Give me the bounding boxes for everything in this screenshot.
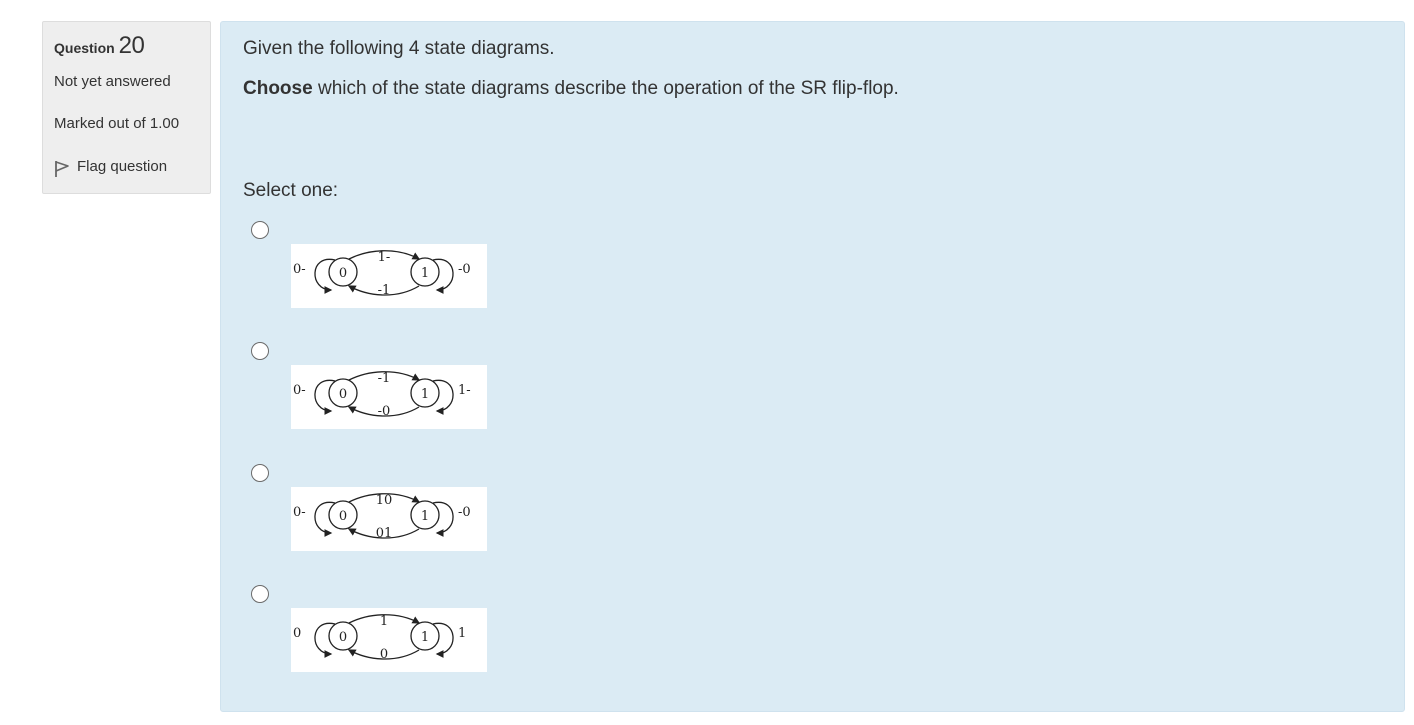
answer-radio-2[interactable] xyxy=(251,342,269,360)
question-text-line1: Given the following 4 state diagrams. xyxy=(243,38,555,59)
left-self-loop xyxy=(314,501,336,537)
flag-question-link[interactable]: Flag question xyxy=(54,156,199,178)
bottom-arc-label: 01 xyxy=(376,526,393,541)
right-self-loop xyxy=(432,501,454,537)
left-loop-label: 0- xyxy=(293,262,306,277)
transition-0-to-1 xyxy=(348,614,421,624)
question-text-emphasis: Choose xyxy=(243,78,313,99)
transition-0-to-1 xyxy=(348,371,421,381)
bottom-arc-label: -0 xyxy=(378,404,391,419)
transition-0-to-1 xyxy=(348,250,421,260)
left-loop-label: 0- xyxy=(293,383,306,398)
state-1-label: 1 xyxy=(421,509,429,524)
bottom-arc-label: 0 xyxy=(380,647,388,662)
state-1-label: 1 xyxy=(421,630,429,645)
right-loop-label: -0 xyxy=(458,262,471,277)
flag-question-label: Flag question xyxy=(77,158,168,175)
left-self-loop xyxy=(314,379,336,415)
right-self-loop xyxy=(432,622,454,658)
transition-1-to-0 xyxy=(347,528,420,539)
left-loop-label: 0- xyxy=(293,505,306,520)
transition-1-to-0 xyxy=(347,406,420,417)
left-self-loop xyxy=(314,258,336,294)
transition-0-to-1 xyxy=(348,493,421,503)
state-1-label: 1 xyxy=(421,387,429,402)
transition-1-to-0 xyxy=(347,649,420,660)
state-0-label: 0 xyxy=(339,387,347,402)
answer-radio-1[interactable] xyxy=(251,221,269,239)
answer-radio-4[interactable] xyxy=(251,585,269,603)
state-0-label: 0 xyxy=(339,266,347,281)
answer-radio-3[interactable] xyxy=(251,464,269,482)
right-self-loop xyxy=(432,379,454,415)
state-1-circle xyxy=(410,500,440,530)
top-arc-label: 1 xyxy=(380,614,388,629)
left-self-loop xyxy=(314,622,336,658)
question-content-panel: Given the following 4 state diagrams. Ch… xyxy=(220,21,1405,712)
question-text-line2: Choose which of the state diagrams descr… xyxy=(243,78,899,100)
transition-1-to-0 xyxy=(347,285,420,296)
top-arc-label: -1 xyxy=(378,371,391,386)
question-number: 20 xyxy=(118,32,145,59)
right-self-loop xyxy=(432,258,454,294)
state-0-circle xyxy=(328,621,358,651)
question-grade: Marked out of 1.00 xyxy=(54,115,180,132)
state-0-circle xyxy=(328,257,358,287)
flag-icon xyxy=(55,161,69,177)
question-state: Not yet answered xyxy=(54,73,171,90)
select-one-prompt: Select one: xyxy=(243,180,339,201)
bottom-arc-label: -1 xyxy=(378,283,391,298)
question-text-rest: which of the state diagrams describe the… xyxy=(312,78,899,99)
state-diagram-option-4: 0 1 0 1 1 0 xyxy=(291,608,487,672)
state-0-label: 0 xyxy=(339,630,347,645)
state-1-circle xyxy=(410,257,440,287)
question-label: Question xyxy=(54,40,115,56)
state-0-circle xyxy=(328,378,358,408)
state-1-label: 1 xyxy=(421,266,429,281)
left-loop-label: 0 xyxy=(293,626,301,641)
top-arc-label: 10 xyxy=(376,493,393,508)
right-loop-label: 1- xyxy=(458,383,471,398)
right-loop-label: 1 xyxy=(458,626,466,641)
state-diagram-option-1: 0 1 0- -0 1- -1 xyxy=(291,244,487,308)
state-diagram-option-2: 0 1 0- 1- -1 -0 xyxy=(291,365,487,429)
state-0-label: 0 xyxy=(339,509,347,524)
state-1-circle xyxy=(410,621,440,651)
right-loop-label: -0 xyxy=(458,505,471,520)
state-0-circle xyxy=(328,500,358,530)
top-arc-label: 1- xyxy=(378,250,391,265)
state-1-circle xyxy=(410,378,440,408)
